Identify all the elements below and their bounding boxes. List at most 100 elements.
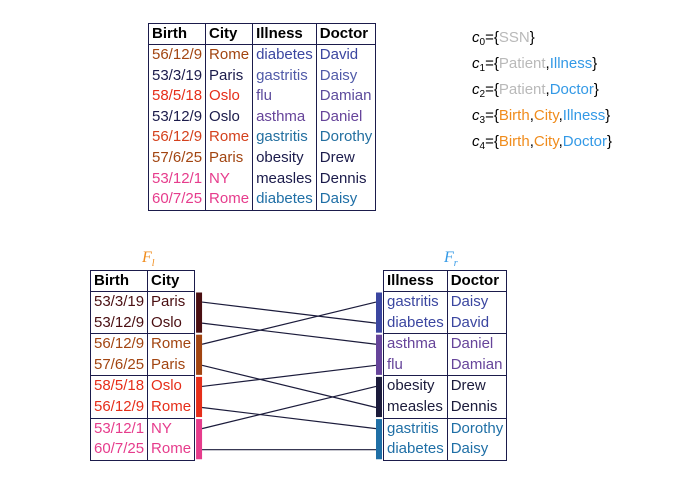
constraint-index: 1 — [479, 63, 486, 74]
right-cell-illness: flu — [383, 354, 448, 376]
constraint-index: 0 — [479, 37, 486, 48]
cell-birth: 53/12/9 — [148, 106, 207, 128]
tuple-link-line — [201, 322, 377, 345]
left-cell-birth: 56/12/9 — [90, 333, 149, 355]
right-cell-doctor: David — [450, 313, 490, 331]
right-cell-illness: gastritis — [383, 417, 448, 440]
left-header-birth: Birth — [90, 270, 149, 292]
cell-doctor: Damian — [319, 87, 372, 105]
cell-city: Rome — [205, 189, 254, 211]
constraint-name: c — [472, 107, 480, 124]
right-group-bar — [376, 376, 382, 418]
header-doctor: Doctor — [316, 23, 376, 45]
left-group-bar — [196, 292, 203, 333]
constraint-item: c1={Patient,Illness} — [472, 55, 598, 74]
cell-birth: 58/5/18 — [148, 86, 207, 107]
right-cell-doctor: Daniel — [447, 333, 507, 355]
cell-illness: gastritis — [252, 127, 317, 148]
left-header-city: City — [147, 270, 195, 292]
left-cell-city: Rome — [151, 397, 192, 415]
cell-city: Oslo — [205, 86, 254, 107]
cell-illness: obesity — [252, 147, 317, 169]
constraint-name: c — [472, 55, 480, 72]
constraint-item: c2={Patient,Doctor} — [472, 81, 599, 100]
fragment-left-name: F — [142, 249, 152, 266]
right-group-bar — [376, 292, 382, 333]
constraint-item: c0={SSN} — [472, 29, 535, 48]
left-cell-city: NY — [147, 417, 195, 440]
constraint-attribute: Doctor — [549, 81, 594, 98]
right-header-doctor: Doctor — [447, 270, 507, 292]
right-cell-illness: diabetes — [383, 312, 448, 334]
left-cell-birth: 57/6/25 — [90, 354, 149, 376]
constraint-attribute: Birth — [498, 133, 530, 150]
right-header-row: Illness Doctor — [383, 270, 507, 292]
fragment-right-sub: r — [453, 258, 458, 269]
right-cell-doctor: Drew — [447, 375, 507, 397]
left-cell-birth: 56/12/9 — [90, 396, 149, 419]
table-header-row: Birth City Illness Doctor — [148, 23, 376, 45]
constraint-index: 2 — [479, 89, 486, 100]
left-cell-birth: 53/12/9 — [90, 312, 149, 334]
cell-doctor: Daniel — [319, 107, 363, 125]
constraint-attribute: Illness — [562, 107, 606, 124]
tuple-link-line — [201, 301, 377, 324]
left-cell-city: Oslo — [147, 375, 195, 397]
cell-birth: 53/3/19 — [148, 65, 207, 87]
cell-doctor: David — [319, 46, 359, 63]
cell-doctor: Dorothy — [319, 128, 373, 146]
constraint-item: c3={Birth,City,Illness} — [472, 107, 611, 126]
constraint-name: c — [472, 29, 480, 46]
right-cell-illness: diabetes — [383, 439, 448, 461]
constraint-index: 3 — [479, 115, 486, 126]
left-cell-city: Paris — [151, 293, 186, 310]
cell-birth: 57/6/25 — [148, 147, 207, 169]
cell-city: Oslo — [205, 106, 254, 128]
cell-city: NY — [205, 168, 254, 190]
constraint-name: c — [472, 81, 480, 98]
left-group-bar — [196, 419, 203, 460]
fragment-left-sub: l — [151, 258, 155, 269]
tuple-link-line — [201, 385, 377, 430]
constraint-attribute: Birth — [498, 107, 530, 124]
cell-city: Paris — [205, 65, 254, 87]
left-group-bar — [196, 334, 203, 375]
left-group-bar — [196, 376, 203, 418]
left-cell-birth: 53/12/1 — [90, 417, 149, 440]
cell-birth: 56/12/9 — [148, 127, 207, 148]
constraint-attribute: SSN — [498, 29, 530, 46]
constraints-list: c0={SSN} c1={Patient,Illness} c2={Patient,… — [472, 27, 612, 157]
right-cell-doctor: Dennis — [450, 397, 498, 415]
constraint-attribute: Doctor — [562, 133, 607, 150]
cell-city: Rome — [205, 44, 254, 66]
cell-illness: diabetes — [252, 44, 317, 66]
cell-illness: flu — [252, 86, 317, 107]
right-cell-illness: obesity — [383, 375, 448, 397]
left-cell-city: Oslo — [151, 313, 182, 331]
tuple-link-line — [201, 406, 377, 430]
right-cell-illness: gastritis — [383, 291, 448, 313]
cell-doctor: Daisy — [319, 66, 358, 84]
header-birth: Birth — [148, 23, 207, 45]
tuple-link-line — [201, 301, 377, 345]
cell-birth: 53/12/1 — [148, 168, 207, 190]
fragment-left-label: Fl — [142, 249, 155, 269]
